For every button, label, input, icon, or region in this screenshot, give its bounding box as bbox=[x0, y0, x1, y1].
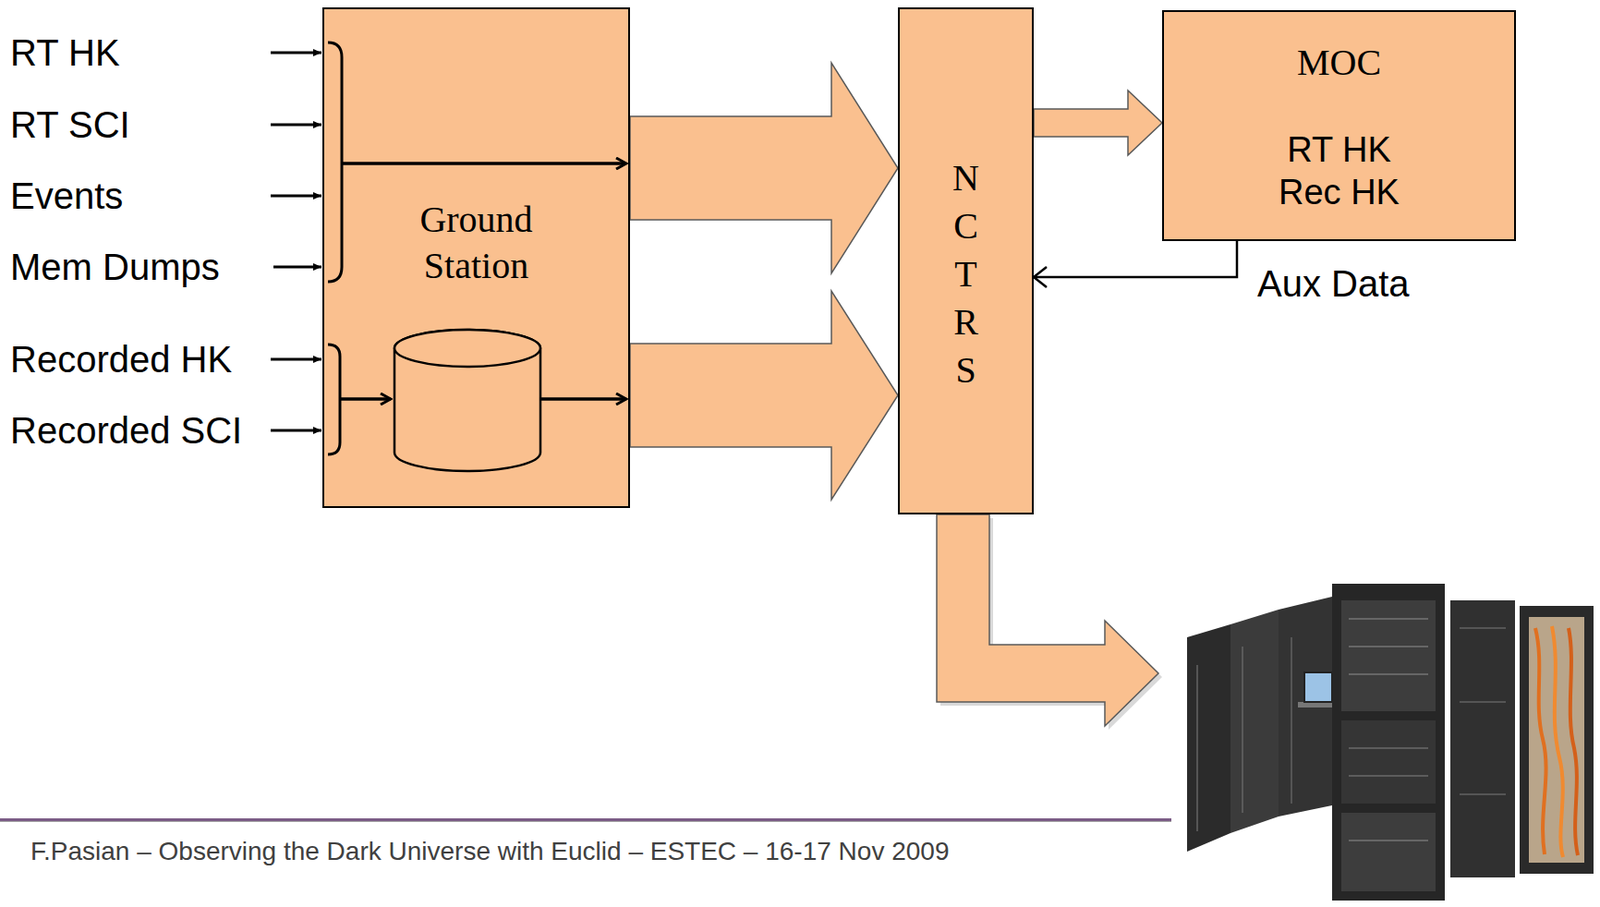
cylinder-top bbox=[394, 329, 541, 367]
input-label: Recorded SCI bbox=[10, 409, 243, 452]
connector bbox=[630, 62, 898, 274]
rack-detail bbox=[1348, 618, 1429, 620]
cable bbox=[1551, 626, 1564, 858]
rack-panel bbox=[1341, 812, 1436, 892]
rack-detail bbox=[1348, 673, 1429, 676]
node-title: NCTRS bbox=[947, 154, 985, 395]
footer-rule-shadow bbox=[0, 821, 1172, 823]
rack-detail bbox=[1459, 793, 1506, 796]
input-label: Mem Dumps bbox=[10, 245, 220, 289]
open-cabinet bbox=[1519, 606, 1594, 874]
input-label: RT SCI bbox=[10, 103, 131, 146]
cabinet-interior bbox=[1528, 617, 1585, 863]
rack-detail bbox=[1196, 665, 1199, 832]
input-arrow bbox=[270, 358, 322, 362]
block-arrow bbox=[1033, 90, 1163, 156]
cable bbox=[1535, 628, 1547, 855]
block-arrow bbox=[630, 62, 898, 274]
footer-rule bbox=[0, 818, 1172, 822]
input-label: RT HK bbox=[10, 31, 121, 74]
rack-panel bbox=[1341, 600, 1436, 712]
connector bbox=[1033, 241, 1237, 288]
connector bbox=[630, 290, 898, 500]
input-arrow bbox=[270, 51, 322, 55]
rack bbox=[1230, 609, 1279, 834]
node-title: MOC bbox=[1200, 40, 1479, 85]
output-block-arrow bbox=[936, 514, 1159, 727]
ground-station-box: Ground Station bbox=[322, 7, 631, 509]
connector bbox=[1033, 90, 1163, 156]
rack bbox=[1187, 624, 1231, 852]
rack bbox=[1450, 600, 1516, 878]
rack-panel bbox=[1341, 720, 1436, 804]
input-arrow bbox=[270, 194, 322, 198]
input-arrow bbox=[270, 429, 322, 433]
rack-detail bbox=[1348, 775, 1429, 777]
rack-detail bbox=[1348, 645, 1429, 648]
node-body: RT HK Rec HK bbox=[1269, 128, 1410, 214]
laptop-screen bbox=[1304, 672, 1333, 703]
input-label: Recorded HK bbox=[10, 338, 232, 381]
node-title: Ground Station bbox=[384, 196, 570, 290]
block-arrow bbox=[630, 290, 898, 500]
cable bbox=[1568, 628, 1578, 856]
rack-detail bbox=[1459, 627, 1506, 630]
realtime-line bbox=[341, 161, 627, 166]
computer-illustration bbox=[1187, 583, 1594, 901]
footer-credit: F.Pasian – Observing the Dark Universe w… bbox=[30, 836, 949, 867]
rack-detail bbox=[1290, 637, 1293, 804]
moc-box: MOC RT HK Rec HK bbox=[1162, 10, 1516, 242]
rack-detail bbox=[1459, 701, 1506, 704]
rack-detail bbox=[1348, 839, 1429, 842]
record-line bbox=[339, 397, 391, 401]
aux-line bbox=[1033, 241, 1237, 278]
edge-label: Aux Data bbox=[1257, 262, 1410, 305]
rack-detail bbox=[1241, 646, 1244, 813]
rack bbox=[1332, 583, 1445, 901]
input-arrow bbox=[270, 123, 322, 127]
bracket bbox=[327, 42, 342, 282]
bracket bbox=[327, 344, 340, 455]
nctrs-box: NCTRS bbox=[897, 7, 1034, 515]
input-label: Events bbox=[10, 174, 123, 218]
storage-cylinder bbox=[394, 329, 541, 472]
input-arrow bbox=[273, 266, 322, 269]
rack-detail bbox=[1348, 747, 1429, 750]
arrowhead bbox=[1033, 266, 1047, 288]
playback-line bbox=[540, 397, 627, 401]
